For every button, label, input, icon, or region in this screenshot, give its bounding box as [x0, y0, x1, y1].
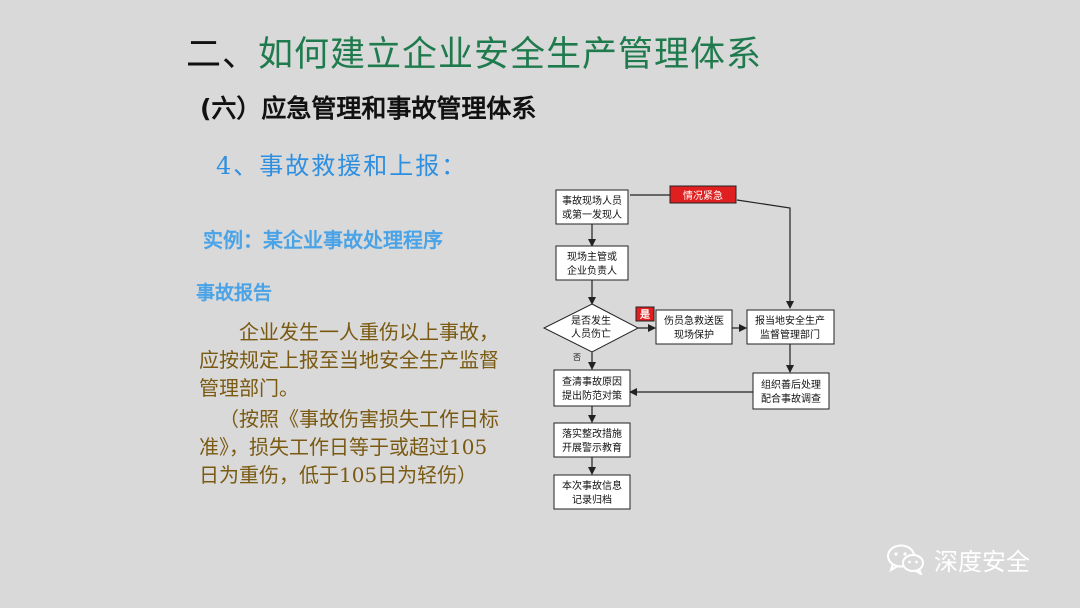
example-label: 实例：某企业事故处理程序 [203, 228, 443, 252]
flow-box-aftermath: 组织善后处理 配合事故调查 [752, 372, 830, 410]
flow-box-supervisor-line1: 现场主管或 [567, 250, 617, 263]
watermark: 深度安全 [886, 542, 1030, 576]
flow-box-investigate: 查清事故原因 提出防范对策 [553, 369, 631, 407]
slide-title: 二、如何建立企业安全生产管理体系 [186, 26, 762, 77]
title-main: 如何建立企业安全生产管理体系 [258, 35, 763, 75]
flow-box-first-witness-line2: 或第一发现人 [562, 208, 622, 221]
flow-decision-line1: 是否发生 [571, 314, 611, 327]
wechat-icon [887, 544, 924, 575]
item-heading: 4、事故救援和上报： [216, 152, 468, 180]
flow-box-rescue-line1: 伤员急救送医 [664, 314, 724, 327]
flow-box-first-witness: 事故现场人员 或第一发现人 [555, 189, 629, 225]
no-label: 否 [573, 353, 581, 362]
flow-box-rectify: 落实整改措施 开展警示教育 [553, 422, 631, 458]
yes-badge: 是 [635, 306, 655, 322]
flow-decision-casualty: 是否发生 人员伤亡 [542, 303, 640, 353]
flow-box-investigate-line2: 提出防范对策 [562, 389, 622, 402]
paragraph-report-rule: 企业发生一人重伤以上事故，应按规定上报至当地安全生产监督管理部门。 [199, 320, 499, 400]
report-label: 事故报告 [196, 282, 273, 304]
flow-box-report-authority: 报当地安全生产 监督管理部门 [746, 309, 835, 345]
title-prefix: 二、 [186, 35, 259, 75]
urgent-label: 情况紧急 [683, 189, 723, 202]
yes-label: 是 [639, 309, 650, 321]
flow-box-aftermath-line2: 配合事故调查 [761, 392, 821, 405]
flow-box-report-line1: 报当地安全生产 [755, 314, 825, 327]
watermark-text: 深度安全 [934, 547, 1030, 576]
flow-box-record-line2: 记录归档 [572, 493, 612, 506]
flow-box-supervisor: 现场主管或 企业负责人 [555, 245, 629, 281]
flow-box-investigate-line1: 查清事故原因 [562, 375, 622, 388]
flow-box-rectify-line1: 落实整改措施 [562, 427, 622, 440]
urgent-badge: 情况紧急 [669, 185, 737, 204]
section-subtitle: (六）应急管理和事故管理体系 [200, 94, 537, 123]
flow-box-supervisor-line2: 企业负责人 [567, 264, 617, 277]
flow-box-report-line2: 监督管理部门 [760, 328, 820, 341]
flow-box-rectify-line2: 开展警示教育 [562, 441, 622, 454]
flow-box-record: 本次事故信息 记录归档 [553, 474, 631, 510]
flow-box-aftermath-line1: 组织善后处理 [761, 378, 821, 391]
flow-box-rescue-line2: 现场保护 [674, 328, 714, 341]
paragraph-injury-standard: （按照《事故伤害损失工作日标准》，损失工作日等于或超过105日为重伤，低于105… [199, 407, 499, 487]
flow-decision-line2: 人员伤亡 [571, 327, 611, 340]
flow-box-first-witness-line1: 事故现场人员 [562, 194, 622, 207]
flow-box-record-line1: 本次事故信息 [562, 479, 622, 492]
accident-flowchart: 事故现场人员 或第一发现人 情况紧急 现场主管或 企业负责人 是否发生 人员伤亡… [542, 185, 835, 510]
flow-box-rescue: 伤员急救送医 现场保护 [655, 309, 733, 345]
